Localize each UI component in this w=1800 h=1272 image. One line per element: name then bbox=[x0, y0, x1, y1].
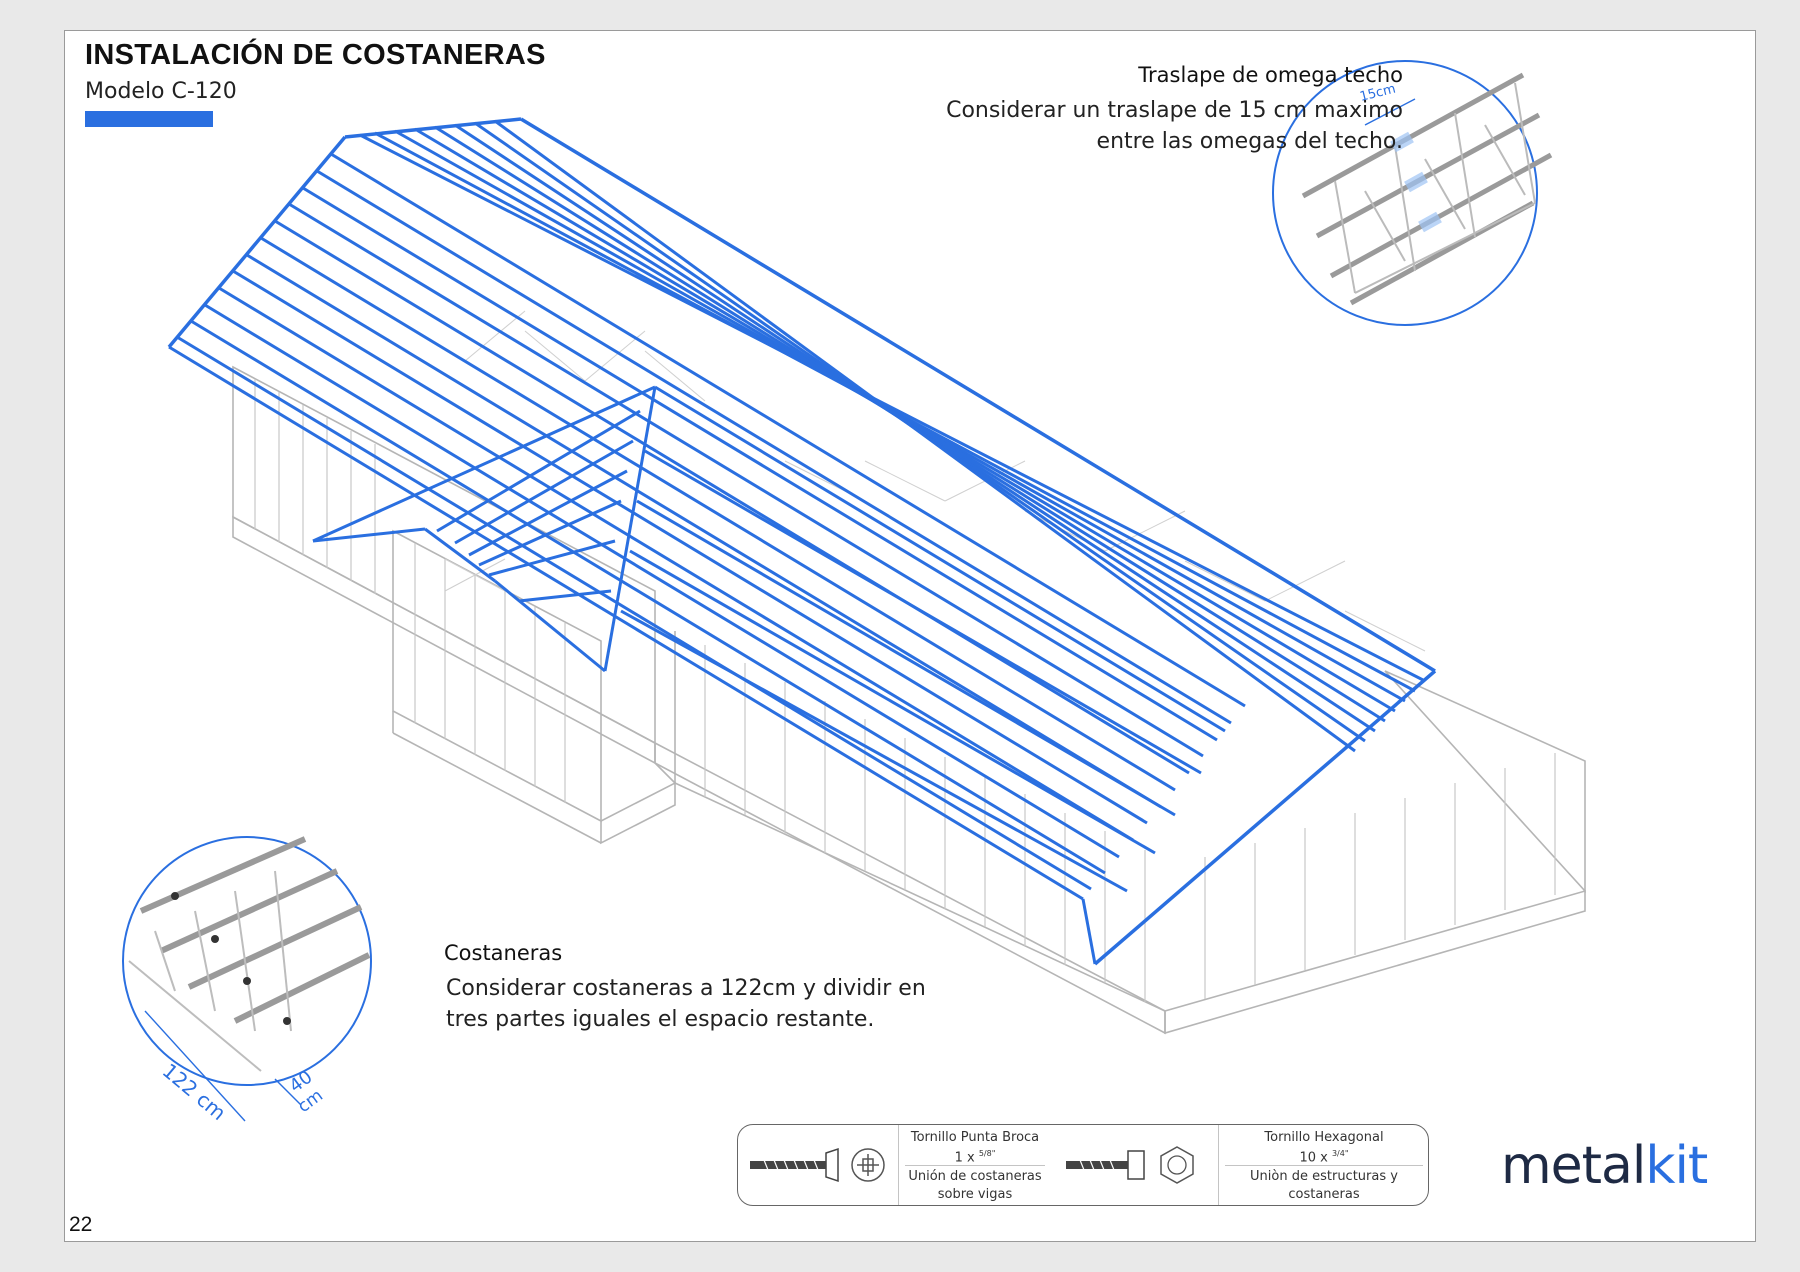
hip-roof-purlins bbox=[312, 385, 1226, 893]
purlins-note-title: Costaneras bbox=[444, 941, 563, 965]
overlap-note-text: Considerar un traslape de 15 cm maximo e… bbox=[946, 95, 1403, 157]
screw1-size-sup: 5/8" bbox=[978, 1149, 996, 1158]
wall-frames bbox=[232, 365, 1586, 1035]
purlin-spacing-detail bbox=[122, 836, 372, 1122]
accent-bar bbox=[85, 111, 213, 127]
overlap-note-line1: Considerar un traslape de 15 cm maximo bbox=[946, 98, 1403, 123]
screw1-use-line2: sobre vigas bbox=[937, 1187, 1013, 1202]
purlins-note-line2: tres partes iguales el espacio restante. bbox=[446, 1007, 875, 1032]
main-roof-purlins bbox=[167, 117, 1437, 966]
screw1-use-line1: Unión de costaneras bbox=[908, 1169, 1042, 1184]
drill-screw-icon bbox=[750, 1147, 839, 1183]
screw2-use-line1: Uniòn de estructuras y bbox=[1250, 1169, 1398, 1184]
screw2-divider bbox=[1225, 1165, 1423, 1166]
screw-legend: Tornillo Punta Broca 1 x 5/8" Unión de c… bbox=[737, 1124, 1429, 1206]
screw2-name: Tornillo Hexagonal bbox=[1264, 1130, 1384, 1145]
screw1-name: Tornillo Punta Broca bbox=[910, 1130, 1040, 1145]
logo-main: metal bbox=[1501, 1136, 1646, 1196]
house-framing-drawing: 15cm 122 cm 40 cm bbox=[122, 60, 1586, 1125]
metalkit-logo: metalkit bbox=[1501, 1136, 1708, 1196]
screw2-cell: Tornillo Hexagonal 10 x 3/4" Uniòn de es… bbox=[1218, 1125, 1429, 1205]
screw1-size-base: 1 x bbox=[954, 1150, 975, 1166]
logo-accent: kit bbox=[1645, 1136, 1708, 1196]
screw2-size-base: 10 x bbox=[1299, 1150, 1328, 1166]
screw1-divider bbox=[905, 1165, 1045, 1166]
screw1-size: 1 x 5/8" bbox=[899, 1145, 1051, 1166]
hex-screw-icon bbox=[1066, 1150, 1145, 1180]
overlap-note-line2: entre las omegas del techo. bbox=[1096, 129, 1403, 154]
phillips-head-icon bbox=[851, 1148, 885, 1182]
document-sheet: 15cm 122 cm 40 cm INSTALACIÓN DE COSTANE… bbox=[64, 30, 1756, 1242]
purlins-note-line1: Considerar costaneras a 122cm y dividir … bbox=[446, 976, 926, 1001]
overlap-note-title: Traslape de omega techo bbox=[1138, 63, 1403, 87]
screw2-use-line2: costaneras bbox=[1288, 1187, 1360, 1202]
screw1-cell: Tornillo Punta Broca 1 x 5/8" Unión de c… bbox=[898, 1125, 1051, 1205]
screw2-size: 10 x 3/4" bbox=[1219, 1145, 1429, 1166]
main-roof-purlin-lines bbox=[168, 119, 1426, 965]
page-title: INSTALACIÓN DE COSTANERAS bbox=[85, 39, 546, 71]
overlap-detail bbox=[1272, 60, 1553, 326]
screw2-size-sup: 3/4" bbox=[1331, 1149, 1349, 1158]
hex-head-icon bbox=[1160, 1146, 1194, 1184]
purlins-note-text: Considerar costaneras a 122cm y dividir … bbox=[446, 973, 926, 1035]
page-number: 22 bbox=[69, 1213, 93, 1236]
page-subtitle: Modelo C-120 bbox=[85, 79, 237, 104]
